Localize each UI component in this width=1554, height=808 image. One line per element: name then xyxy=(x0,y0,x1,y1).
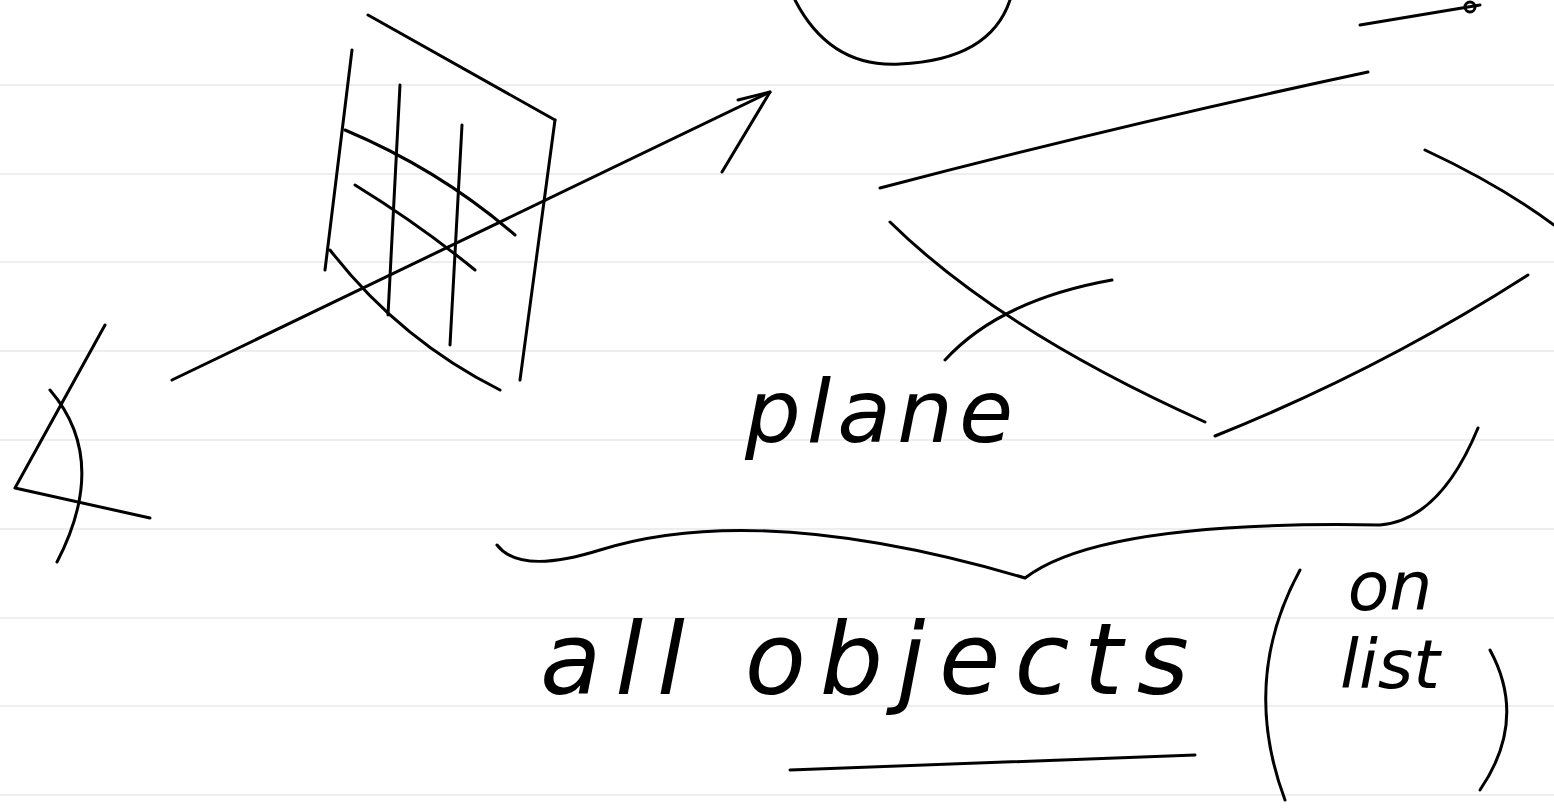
sphere-outline xyxy=(795,0,1010,64)
ruled-lines xyxy=(0,85,1554,795)
arrow-head xyxy=(722,92,770,172)
image-grid xyxy=(325,15,555,390)
handwritten-label: all objects xyxy=(540,610,1203,710)
eye-symbol xyxy=(15,325,150,518)
handwritten-label: plane xyxy=(745,368,1019,456)
handwritten-label: on list xyxy=(1305,548,1475,704)
ray-arrow xyxy=(172,92,770,380)
underline xyxy=(790,755,1195,770)
paren-left xyxy=(1266,570,1300,800)
eye-lens xyxy=(50,390,82,562)
paren-right xyxy=(1480,650,1507,790)
